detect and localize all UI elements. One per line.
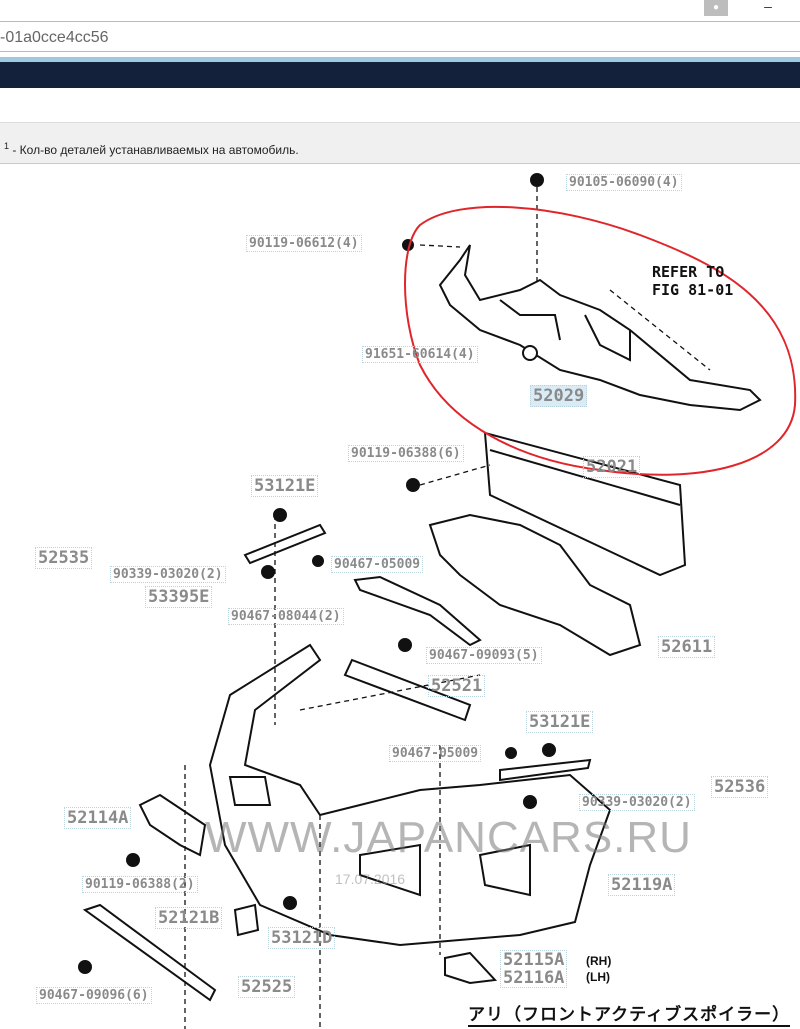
- part-label[interactable]: 52115A: [500, 950, 568, 969]
- spoiler-52525: [82, 903, 217, 1002]
- part-label[interactable]: 52525: [238, 976, 296, 998]
- part-label[interactable]: 90119-06388(6): [348, 445, 464, 462]
- side-rh: (RH): [586, 954, 612, 968]
- diagram-title: アリ（フロントアクティブスポイラー）: [468, 1000, 791, 1027]
- part-label[interactable]: 90119-06612(4): [246, 235, 362, 252]
- clip-52115A: [444, 951, 498, 985]
- footnote: 1 - Кол-во деталей устанавливаемых на ав…: [0, 122, 800, 164]
- part-label[interactable]: 90467-09096(6): [36, 987, 152, 1004]
- energy-absorber-part: [428, 513, 642, 657]
- red-markup-ellipse: [404, 205, 797, 476]
- refer-note: REFER TO FIG 81-01: [652, 263, 734, 299]
- part-label[interactable]: 52536: [711, 776, 769, 798]
- part-label[interactable]: 53121E: [526, 711, 594, 733]
- watermark-date: 17.07.2016: [335, 871, 406, 887]
- bracket-52114A: [138, 793, 207, 857]
- seal-53395E: [353, 575, 482, 647]
- bumper-cover-part: [208, 643, 612, 947]
- part-label[interactable]: 52029: [530, 385, 588, 407]
- part-label[interactable]: 90339-03020(2): [110, 566, 226, 583]
- part-label[interactable]: 52535: [35, 547, 93, 569]
- bracket-52121B: [233, 903, 260, 937]
- browser-topbar: ● –: [0, 0, 800, 22]
- part-label[interactable]: 52611: [658, 636, 716, 658]
- part-label[interactable]: 52521: [428, 675, 486, 697]
- url-bar[interactable]: -01a0cce4cc56: [0, 24, 800, 52]
- part-label[interactable]: 90119-06388(2): [82, 876, 198, 893]
- footnote-sup: 1: [4, 141, 10, 151]
- bracket-52535: [243, 523, 327, 565]
- footnote-text: - Кол-во деталей устанавливаемых на авто…: [9, 143, 299, 157]
- leader-lines: [184, 187, 711, 1029]
- part-label[interactable]: 52119A: [608, 874, 676, 896]
- support-52521: [343, 658, 472, 722]
- part-label[interactable]: 53395E: [145, 586, 213, 608]
- part-label[interactable]: 52121B: [155, 907, 223, 929]
- url-text: -01a0cce4cc56: [0, 29, 109, 46]
- part-label[interactable]: 90105-06090(4): [566, 174, 682, 191]
- part-label[interactable]: 90467-08044(2): [228, 608, 344, 625]
- part-label[interactable]: 53121E: [251, 475, 319, 497]
- part-label[interactable]: 52114A: [64, 807, 132, 829]
- part-label[interactable]: 52116A: [500, 969, 568, 988]
- part-label[interactable]: 91651-60614(4): [362, 346, 478, 363]
- part-label[interactable]: 90339-03020(2): [579, 794, 695, 811]
- watermark: WWW.JAPANCARS.RU: [205, 813, 692, 862]
- parts-diagram: WWW.JAPANCARS.RU 17.07.2016 REFER TO FIG…: [0, 165, 800, 1029]
- diagram-drawing: [78, 173, 797, 1029]
- part-label[interactable]: 53121D: [268, 927, 336, 949]
- part-label[interactable]: 52021: [583, 456, 641, 478]
- part-label[interactable]: 90467-09093(5): [426, 647, 542, 664]
- side-lh: (LH): [586, 970, 610, 984]
- user-icon[interactable]: ●: [704, 0, 728, 16]
- nav-bar: [0, 57, 800, 88]
- minimize-button[interactable]: –: [764, 0, 772, 14]
- part-label[interactable]: 90467-05009: [331, 556, 424, 573]
- bumper-reinforcement-part: [483, 431, 687, 577]
- side-rh-lh: (RH) (LH): [586, 953, 611, 985]
- radiator-support-part: [438, 244, 762, 412]
- bracket-52536: [499, 758, 592, 782]
- part-label[interactable]: 90467-05009: [389, 745, 482, 762]
